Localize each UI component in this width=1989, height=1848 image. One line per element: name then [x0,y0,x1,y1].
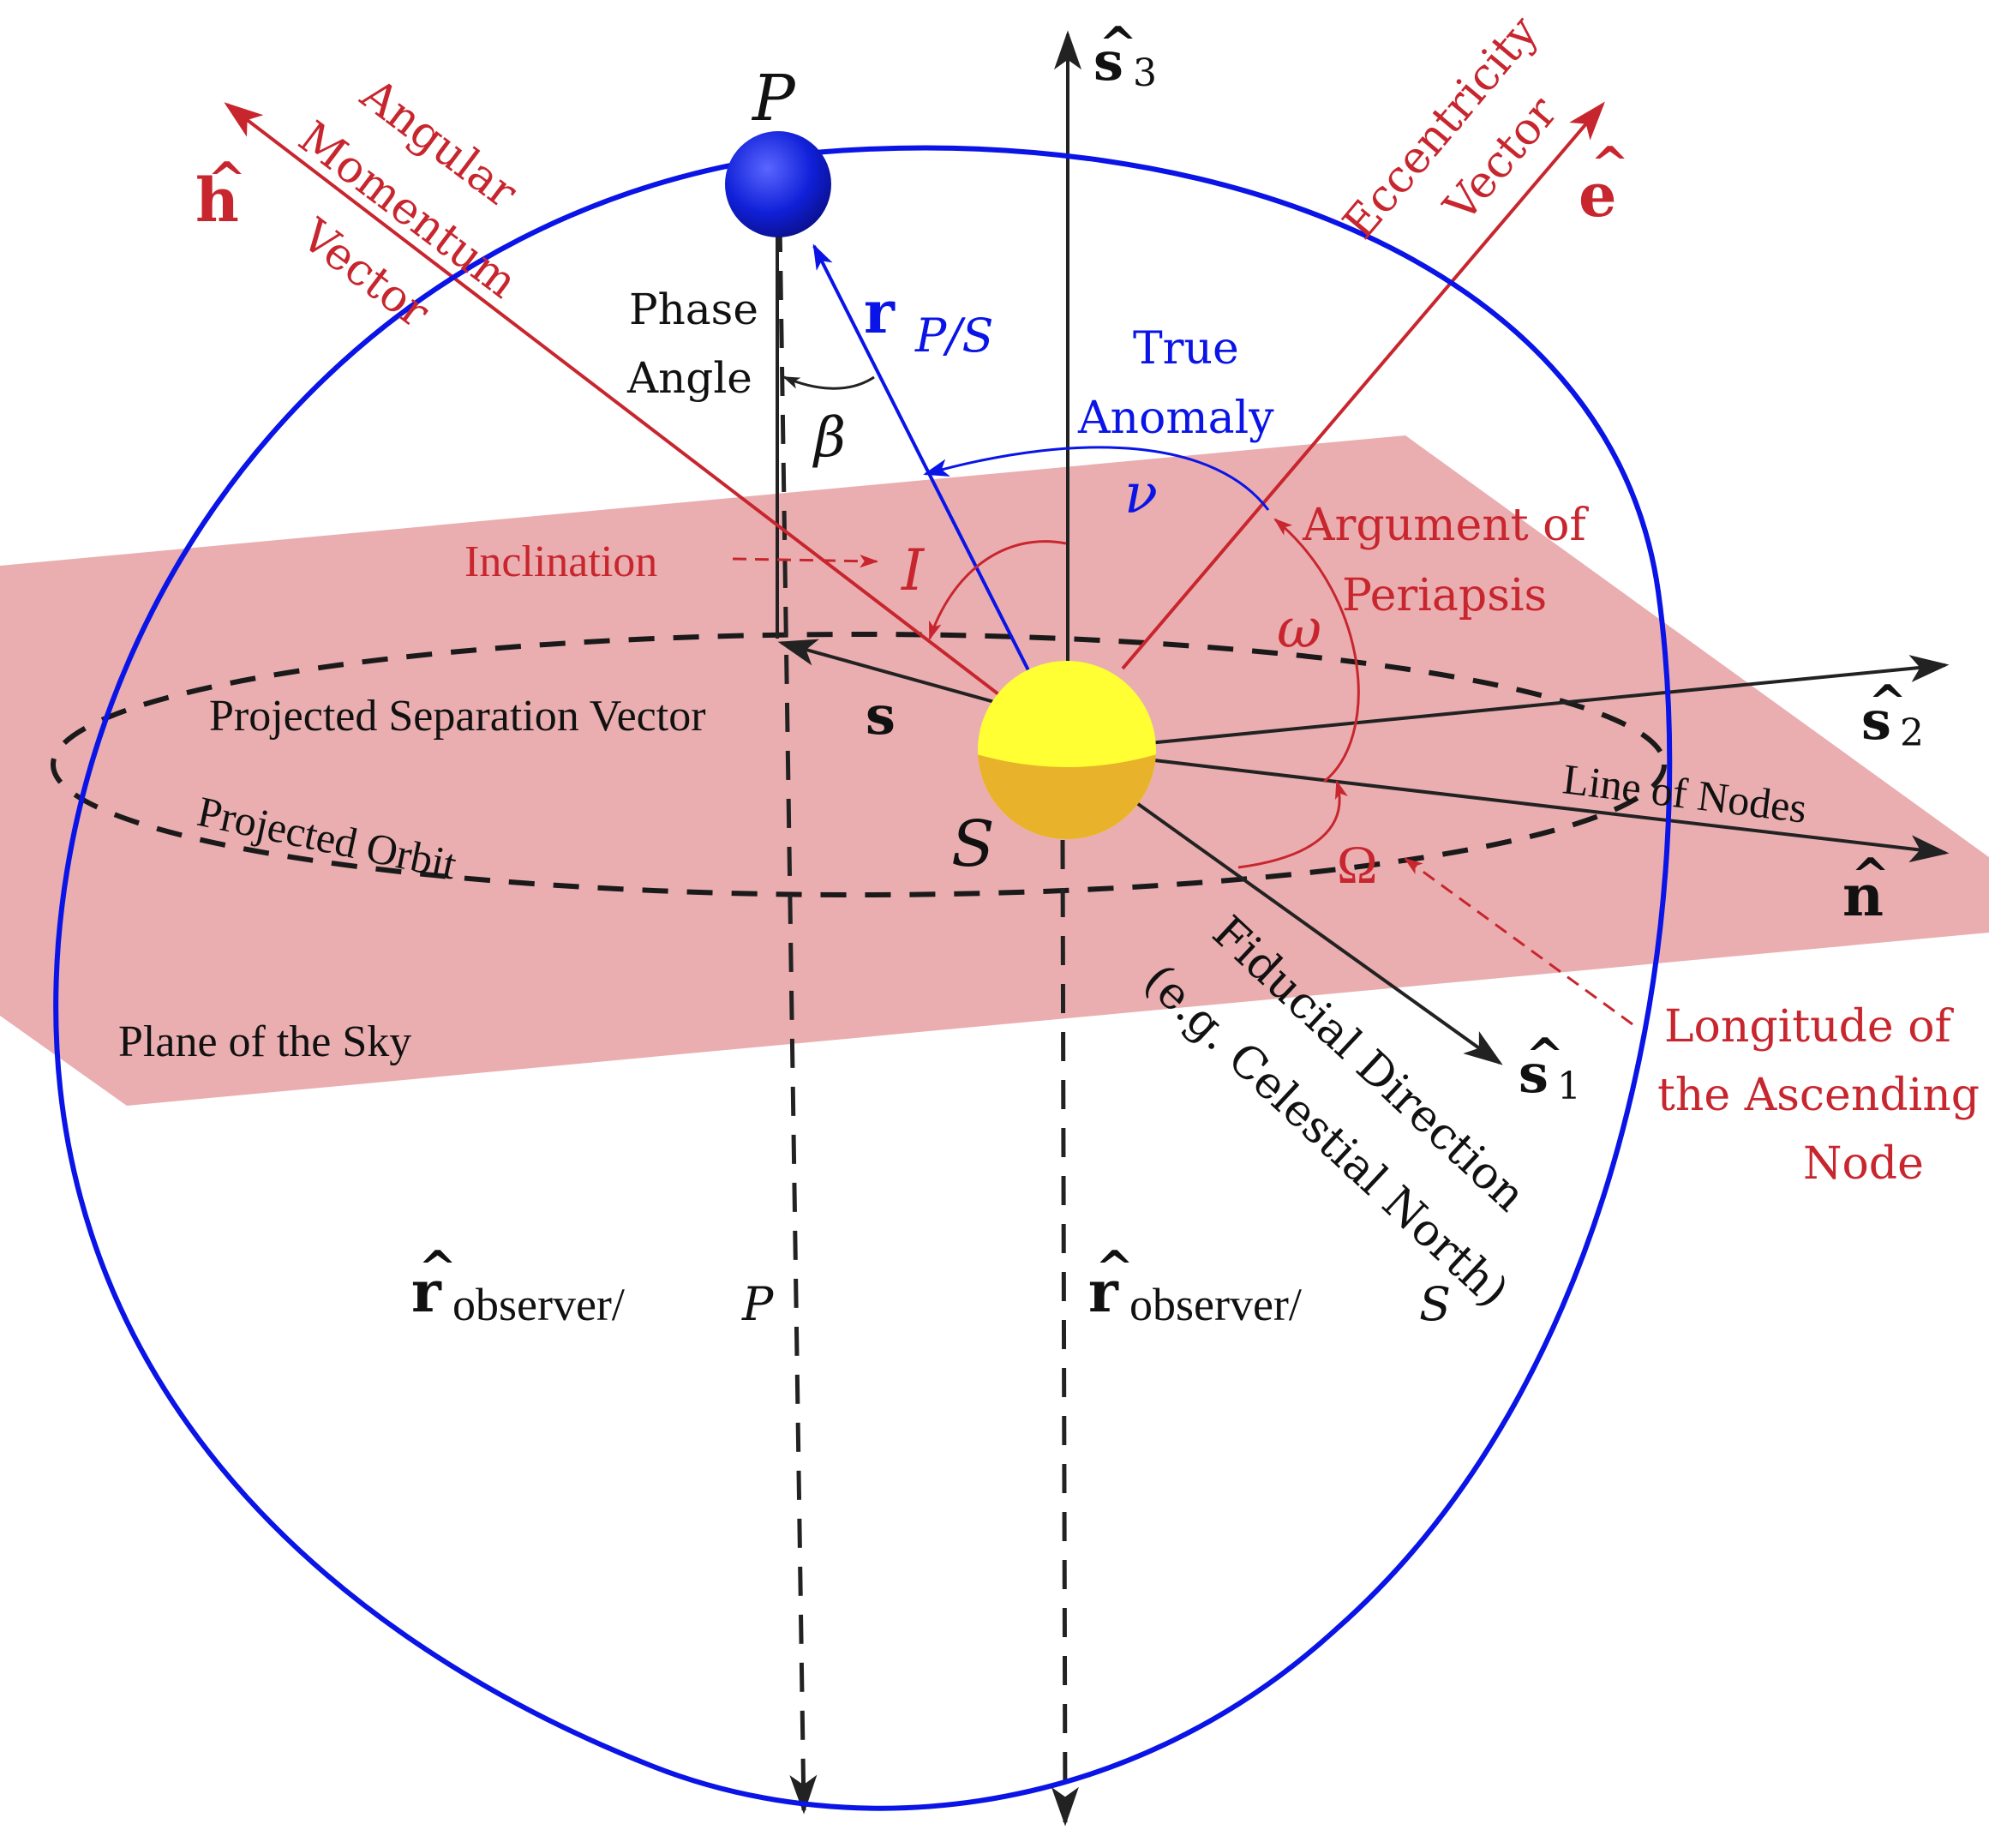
s3-label: ^ s 3 [1093,16,1157,95]
svg-text:r: r [1088,1258,1119,1325]
svg-text:Node: Node [1803,1138,1924,1190]
ascending-node-pointer [1404,857,1633,1026]
s2-label: ^ s 2 [1861,675,1924,755]
svg-text:r: r [864,279,896,347]
r-ps-label: r P/S [864,279,994,363]
svg-text:the Ascending: the Ascending [1657,1070,1980,1121]
inclination-pointer [732,554,879,568]
svg-text:Longitude of: Longitude of [1664,1001,1955,1053]
s1-label: ^ s 1 [1519,1028,1581,1108]
eccentricity-label: Eccentricity Vector [1333,6,1567,249]
s-vector-symbol: s [866,684,896,747]
ascending-node-arc [1237,779,1348,869]
inclination-arc [928,540,1067,641]
svg-text:Phase: Phase [629,285,758,334]
observer-line-p [777,222,818,1815]
r-observer-s-label: ^ r observer/ S [1088,1240,1451,1331]
svg-text:s: s [1093,30,1123,93]
projected-separation-label: Projected Separation Vector [209,692,706,741]
svg-text:^: ^ [1591,136,1629,191]
argument-of-periapsis-arc [1273,518,1360,783]
projected-separation-vector [777,639,1029,713]
svg-text:Anomaly: Anomaly [1077,393,1274,444]
planet-label: P [751,62,796,135]
svg-text:observer/: observer/ [1129,1279,1302,1330]
plane-of-sky-label: Plane of the Sky [118,1017,411,1066]
svg-text:Periapsis: Periapsis [1342,570,1547,621]
svg-text:^: ^ [1525,1028,1564,1083]
inclination-label: Inclination [464,537,657,586]
svg-text:^: ^ [1099,16,1137,71]
beta-symbol: β [812,406,846,470]
s1-axis [1091,770,1503,1065]
nu-symbol: ν [1124,463,1158,526]
angular-momentum-vector [224,102,1043,729]
svg-text:Angle: Angle [626,353,752,403]
observer-line-s [1051,839,1079,1827]
svg-text:3: 3 [1133,51,1157,95]
planet [725,131,831,237]
n-label: ^ n [1842,848,1890,929]
r-ps-vector [812,243,1030,671]
true-anomaly-label: True Anomaly [1077,323,1274,444]
svg-text:True: True [1133,323,1239,375]
svg-text:^: ^ [207,152,246,207]
projected-orbit-ellipse [51,632,1667,897]
orbit [53,145,1673,1811]
h-label: ^ h [195,152,246,236]
svg-text:s: s [1861,689,1891,752]
argument-of-periapsis-label: Argument of Periapsis [1302,500,1589,621]
svg-text:n: n [1842,862,1884,929]
line-of-nodes [1139,757,1950,863]
svg-text:observer/: observer/ [452,1279,625,1330]
e-label: ^ e [1579,136,1629,231]
s2-axis [1139,655,1950,746]
svg-text:S: S [1419,1277,1451,1331]
omega-symbol: ω [1277,597,1321,661]
eccentricity-vector [1121,101,1605,670]
svg-text:r: r [411,1258,442,1325]
svg-text:^: ^ [1095,1240,1134,1295]
angular-momentum-label: Angular Momentum Vector [289,69,526,339]
svg-text:2: 2 [1900,711,1924,755]
svg-text:1: 1 [1557,1065,1581,1108]
true-anomaly-arc [923,446,1270,511]
svg-text:e: e [1579,159,1617,231]
svg-text:Argument of: Argument of [1302,500,1589,551]
svg-text:h: h [195,165,239,236]
svg-text:^: ^ [1868,675,1907,729]
phase-angle-label: Phase Angle [626,285,758,403]
svg-text:s: s [1519,1042,1549,1105]
star [978,661,1156,839]
r-observer-p-label: ^ r observer/ P [411,1240,775,1331]
svg-text:P/S: P/S [914,309,994,363]
svg-text:^: ^ [1851,848,1890,903]
svg-text:^: ^ [418,1240,457,1295]
Omega-symbol: Ω [1337,834,1378,895]
star-label: S [951,807,995,881]
longitude-ascending-node-label: Longitude of the Ascending Node [1657,1001,1980,1190]
phase-angle-arc [782,375,875,390]
svg-text:P: P [741,1277,775,1331]
inclination-symbol: I [901,537,926,603]
